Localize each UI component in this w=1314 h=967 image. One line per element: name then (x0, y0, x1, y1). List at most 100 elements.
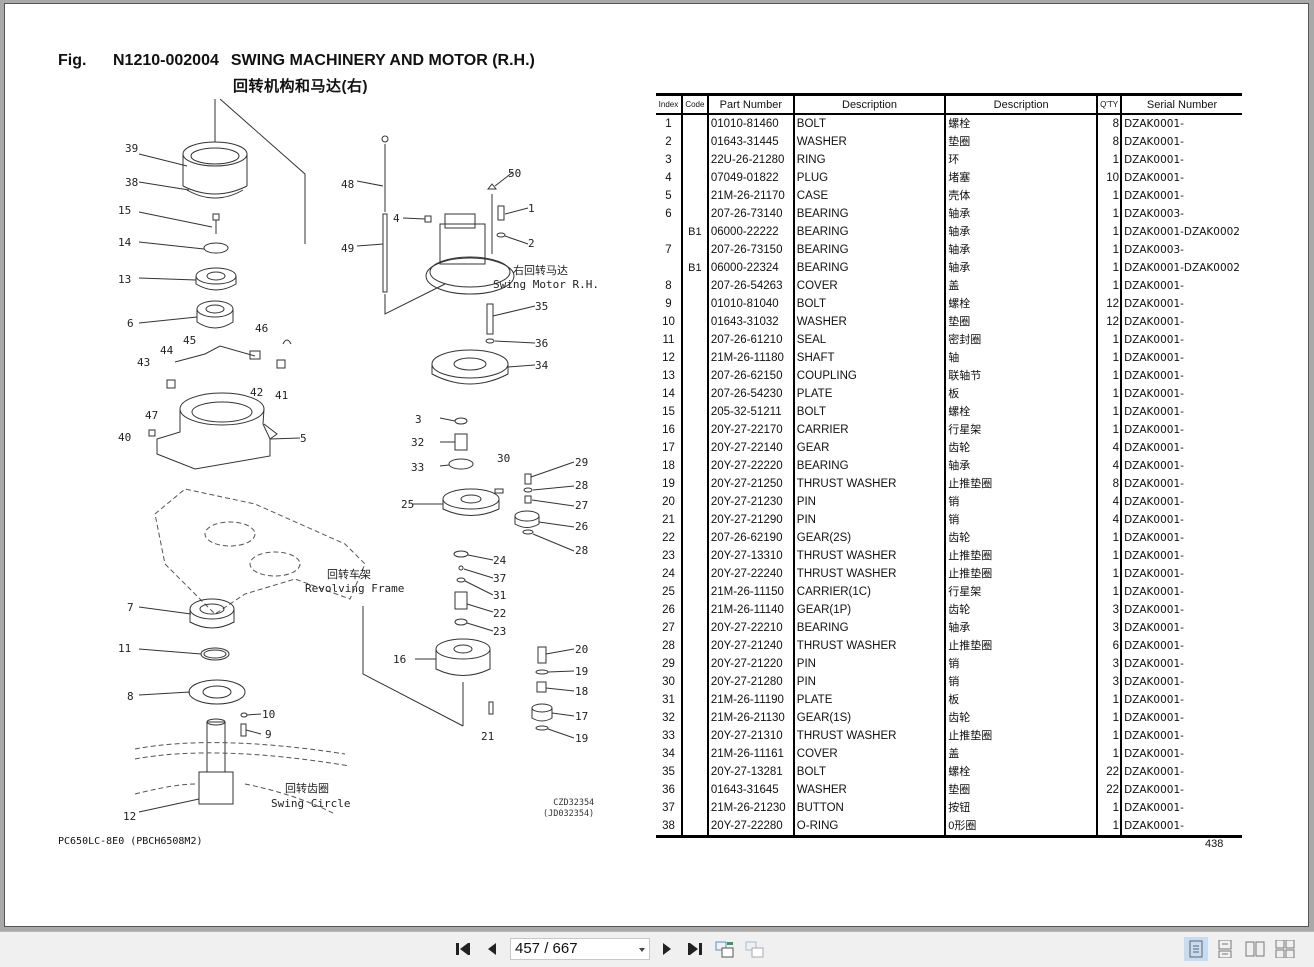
row-index: 6 (656, 205, 683, 223)
row-description: SHAFT (793, 349, 947, 367)
row-qty: 1 (1097, 403, 1123, 421)
row-description-cn: 联轴节 (945, 367, 1099, 385)
row-serial: DZAK0001- (1124, 154, 1184, 166)
callout: 10 (262, 708, 275, 721)
row-part-number: 207-26-73150 (707, 241, 795, 259)
row-part-number: 207-26-54230 (707, 385, 795, 403)
row-description: O-RING (793, 817, 947, 838)
row-code (681, 367, 709, 385)
row-part-number: 21M-26-21230 (707, 799, 795, 817)
row-code (681, 547, 709, 565)
row-code (681, 763, 709, 781)
row-description-cn: 销 (945, 655, 1099, 673)
callout: 42 (250, 386, 263, 399)
row-description: SEAL (793, 331, 947, 349)
plug-50 (486, 183, 498, 190)
first-page-button[interactable] (452, 938, 474, 960)
callout: 23 (493, 625, 506, 638)
last-page-button[interactable] (684, 938, 706, 960)
row-serial: DZAK0001- (1124, 766, 1184, 778)
row-code (681, 151, 709, 169)
next-view-button[interactable] (744, 938, 766, 960)
next-page-button[interactable] (656, 938, 678, 960)
row-code (681, 583, 709, 601)
row-description: PIN (793, 673, 947, 691)
row-part-number: 20Y-27-22240 (707, 565, 795, 583)
row-part-number: 21M-26-11180 (707, 349, 795, 367)
callout: 38 (125, 176, 138, 189)
row-qty: 1 (1097, 259, 1123, 277)
previous-view-button[interactable] (714, 938, 736, 960)
row-qty: 1 (1097, 223, 1123, 241)
row-index: 18 (656, 457, 683, 475)
row-description: GEAR(1S) (793, 709, 947, 727)
chevron-down-icon[interactable] (639, 948, 645, 952)
row-description: BEARING (793, 205, 947, 223)
row-qty: 1 (1097, 277, 1123, 295)
row-description: THRUST WASHER (793, 727, 947, 745)
row-part-number: 20Y-27-21220 (707, 655, 795, 673)
row-part-number: 20Y-27-13310 (707, 547, 795, 565)
page-number-select[interactable]: 457 / 667 (510, 938, 650, 960)
callout: 43 (137, 356, 150, 369)
row-description-cn: 轴承 (945, 205, 1099, 223)
row-part-number: 20Y-27-22280 (707, 817, 795, 838)
pin-29 (524, 473, 532, 485)
row-code (681, 619, 709, 637)
model-code: PC650LC-8E0 (PBCH6508M2) (58, 836, 203, 847)
continuous-facing-view-button[interactable] (1273, 937, 1297, 961)
row-index: 14 (656, 385, 683, 403)
row-description-cn: 销 (945, 511, 1099, 529)
callout: 46 (255, 322, 268, 335)
header-serial: Serial Number (1121, 93, 1242, 115)
row-serial: DZAK0001- (1124, 460, 1184, 472)
row-serial: DZAK0001- (1124, 586, 1184, 598)
row-description-cn: 齿轮 (945, 709, 1099, 727)
row-serial: DZAK0001- (1124, 712, 1184, 724)
row-code (681, 655, 709, 673)
row-part-number: 07049-01822 (707, 169, 795, 187)
row-serial: DZAK0001- (1124, 676, 1184, 688)
row-code (681, 169, 709, 187)
row-serial: DZAK0001- (1124, 118, 1184, 130)
row-description-cn: 0形圈 (945, 817, 1099, 838)
callout: 9 (265, 728, 272, 741)
callout: 28 (575, 479, 588, 492)
row-code (681, 277, 709, 295)
header-part-number: Part Number (707, 93, 795, 115)
callout: 48 (341, 178, 354, 191)
row-part-number: 207-26-62150 (707, 367, 795, 385)
facing-view-button[interactable] (1243, 937, 1267, 961)
callout: 8 (127, 690, 134, 703)
row-description-cn: 螺栓 (945, 114, 1099, 133)
row-index (656, 259, 683, 277)
row-code (681, 673, 709, 691)
row-code (681, 637, 709, 655)
row-serial: DZAK0001- (1124, 424, 1184, 436)
single-page-view-button[interactable] (1184, 937, 1208, 961)
callout: 30 (497, 452, 510, 465)
continuous-view-button[interactable] (1213, 937, 1237, 961)
callout: 16 (393, 653, 406, 666)
row-index: 5 (656, 187, 683, 205)
row-index: 9 (656, 295, 683, 313)
row-serial: DZAK0001- (1124, 802, 1184, 814)
row-description-cn: 止推垫圈 (945, 475, 1099, 493)
row-qty: 1 (1097, 241, 1123, 259)
row-description: WASHER (793, 781, 947, 799)
continuous-icon (1218, 940, 1232, 958)
row-description-cn: 止推垫圈 (945, 547, 1099, 565)
row-index: 17 (656, 439, 683, 457)
callout: 47 (145, 409, 158, 422)
previous-page-button[interactable] (481, 938, 503, 960)
row-index: 28 (656, 637, 683, 655)
callout: 4 (393, 212, 400, 225)
callout: 20 (575, 643, 588, 656)
